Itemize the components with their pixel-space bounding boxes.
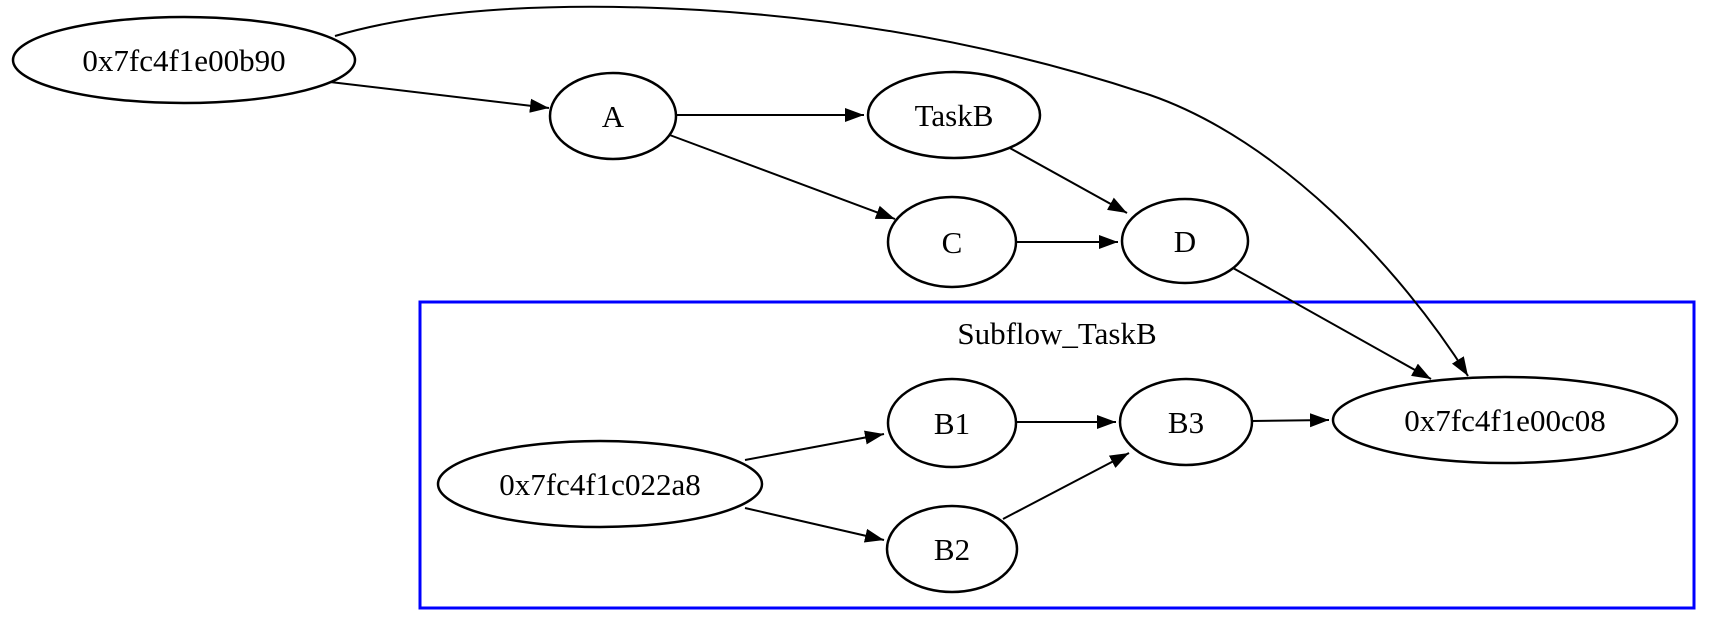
node-a8-label: 0x7fc4f1c022a8 — [499, 467, 700, 502]
node-c: C — [886, 195, 1018, 289]
node-a: A — [548, 71, 678, 161]
edge-layer — [329, 5, 1469, 543]
node-taskb-label: TaskB — [915, 98, 994, 133]
node-b3: B3 — [1118, 377, 1254, 467]
edge-d-to-c08 — [1232, 267, 1432, 380]
node-a8: 0x7fc4f1c022a8 — [436, 439, 764, 529]
node-b3-label: B3 — [1168, 405, 1204, 440]
node-taskb-shape — [866, 70, 1042, 160]
node-c08-shape — [1331, 375, 1679, 465]
node-c-label: C — [942, 225, 963, 260]
subflow-cluster: Subflow_TaskB — [418, 300, 1696, 610]
node-b2: B2 — [885, 504, 1019, 594]
node-layer: 0x7fc4f1e00b90 A TaskB C D 0x7fc4f1c022a — [11, 15, 1679, 594]
node-c08: 0x7fc4f1e00c08 — [1331, 375, 1679, 465]
node-d-shape — [1120, 197, 1250, 285]
node-b2-shape — [885, 504, 1019, 594]
edge-a-to-c — [666, 133, 896, 220]
node-d-label: D — [1174, 224, 1196, 259]
node-b90: 0x7fc4f1e00b90 — [11, 15, 357, 105]
node-b90-shape — [11, 15, 357, 105]
subflow-title: Subflow_TaskB — [957, 316, 1156, 351]
node-b2-label: B2 — [934, 532, 970, 567]
node-a8-shape — [436, 439, 764, 529]
edge-b2-to-b3 — [1002, 452, 1130, 520]
node-a-shape — [548, 71, 678, 161]
node-b3-shape — [1118, 377, 1254, 467]
edge-b90-to-c08 — [334, 5, 1469, 377]
node-c08-label: 0x7fc4f1e00c08 — [1404, 403, 1605, 438]
edge-a8-to-b2 — [744, 507, 885, 543]
node-c-shape — [886, 195, 1018, 289]
edge-a8-to-b1 — [744, 430, 885, 461]
edge-taskb-to-d — [1007, 146, 1128, 214]
subflow-border — [418, 300, 1696, 610]
node-b1-shape — [886, 377, 1018, 469]
node-a-label: A — [602, 99, 625, 134]
node-taskb: TaskB — [866, 70, 1042, 160]
edge-b90-to-a — [329, 81, 550, 113]
edge-b3-to-c08 — [1251, 413, 1330, 428]
node-b1: B1 — [886, 377, 1018, 469]
node-d: D — [1120, 197, 1250, 285]
node-b1-label: B1 — [934, 406, 970, 441]
node-b90-label: 0x7fc4f1e00b90 — [82, 43, 285, 78]
